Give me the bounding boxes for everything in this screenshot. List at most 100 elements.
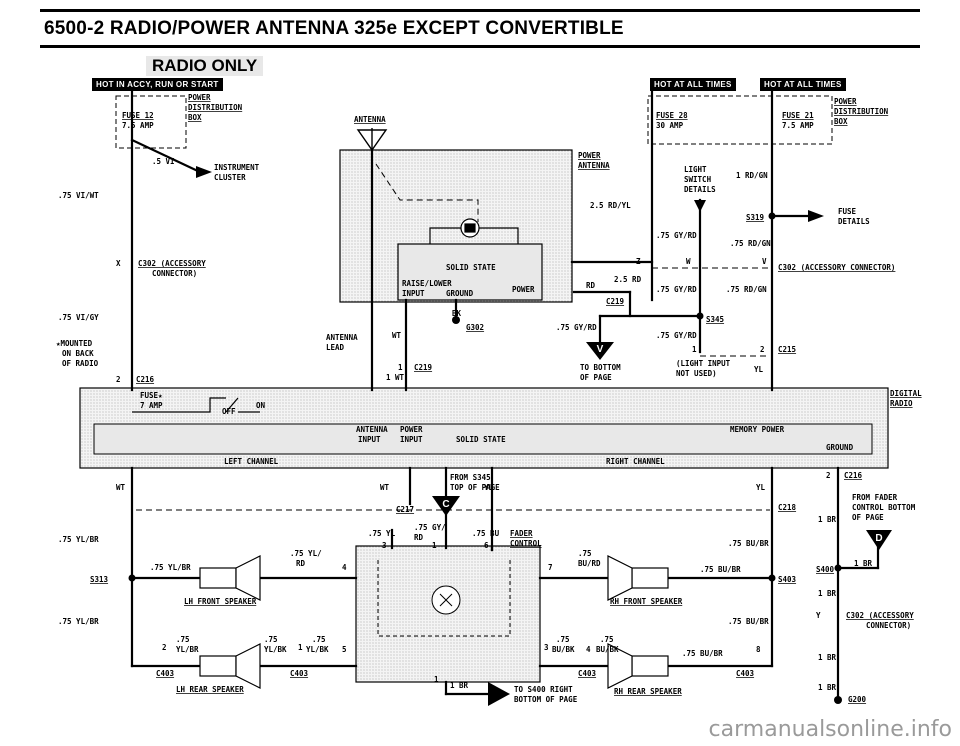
fuse28-amp: 30 AMP (656, 121, 684, 130)
pin-2-c215: 2 (760, 345, 765, 354)
wire-yl-bk-2a: .75 (312, 635, 326, 644)
wire-vi-gy: .75 VI/GY (58, 313, 99, 322)
pin-1-c219: 1 (398, 363, 403, 372)
wire-yl2: YL (484, 483, 494, 492)
top-rule (40, 9, 920, 12)
fader-control-2: CONTROL (510, 539, 542, 548)
c302-right: C302 (ACCESSORY CONNECTOR) (778, 263, 895, 272)
s403: S403 (778, 575, 797, 584)
wire-bu-bk-2a: .75 (600, 635, 614, 644)
antenna-input-1: ANTENNA (356, 425, 388, 434)
pin-1-rear-l: 1 (298, 643, 303, 652)
wire-bu-bk-1b: BU/BK (552, 645, 575, 654)
pin-v: V (762, 257, 767, 266)
pin-1-c216b: 2 (826, 471, 831, 480)
s400: S400 (816, 565, 835, 574)
pin-1-light: 1 (692, 345, 697, 354)
from-s345-2: TOP OF PAGE (450, 483, 500, 492)
wire-wt3: WT (116, 483, 126, 492)
badge-v: V (597, 344, 604, 355)
wire-wt2: 1 WT (386, 373, 405, 382)
antenna-label: ANTENNA (354, 115, 386, 124)
wire-yl-br-rear-2: YL/BR (176, 645, 199, 654)
pin-2-rear-l2: 5 (342, 645, 347, 654)
c302-bottom-2: CONNECTOR) (866, 621, 911, 630)
fuse-details-arrow (808, 210, 824, 222)
from-fader-2: CONTROL BOTTOM (852, 503, 916, 512)
pdb-right-1: POWER (834, 97, 857, 106)
wire-bu-bk-2b: BU/BK (596, 645, 619, 654)
from-fader-3: OF PAGE (852, 513, 884, 522)
c219-a: C219 (606, 297, 625, 306)
wire-rd-25: 2.5 RD (614, 275, 642, 284)
to-s400-2: BOTTOM OF PAGE (514, 695, 578, 704)
pdb-right-outline (647, 95, 833, 145)
rh-rear-speaker: RH REAR SPEAKER (614, 687, 682, 696)
hot-label-always-2: HOT AT ALL TIMES (760, 78, 846, 91)
fuse-star-1: FUSE★ (140, 391, 163, 400)
wire-yl-bk-1a: .75 (264, 635, 278, 644)
fader-symbol (377, 560, 511, 637)
radio-power-switch (132, 397, 260, 413)
fuse-star-2: 7 AMP (140, 401, 163, 410)
pdb-left-3: BOX (188, 113, 202, 122)
instrument-arrow (196, 166, 212, 178)
badge-c: C (442, 499, 449, 510)
wire-yl-br-2: .75 YL/BR (150, 563, 191, 572)
antenna-input-2: INPUT (358, 435, 381, 444)
light-switch-3: DETAILS (684, 185, 716, 194)
wire-bu-rd-2: BU/RD (578, 559, 601, 568)
wire-gy-rd-fader-1: .75 GY/ (414, 523, 446, 532)
from-fader-1: FROM FADER (852, 493, 898, 502)
c215: C215 (778, 345, 796, 354)
wire-yl-br-1: .75 YL/BR (58, 535, 99, 544)
pin-5-rear-r: 3 (544, 643, 549, 652)
light-switch-arrow (694, 200, 706, 212)
c302-left-1: C302 (ACCESSORY (138, 259, 206, 268)
power-antenna-1: POWER (578, 151, 601, 160)
fuse21-label: FUSE 21 (782, 111, 814, 120)
hot-label-always-1: HOT AT ALL TIMES (650, 78, 736, 91)
pin-x: X (116, 259, 121, 268)
pin-y: Y (816, 611, 821, 620)
fuse-details-1: FUSE (838, 207, 857, 216)
wire-bu-br-4: .75 BU/BR (682, 649, 723, 658)
to-s400-arrow (488, 682, 510, 706)
antenna-solid-state-box (397, 243, 543, 301)
left-channel: LEFT CHANNEL (224, 457, 279, 466)
pin-1-fader: 1 (432, 541, 437, 550)
power-antenna-2: ANTENNA (578, 161, 610, 170)
wire-bu-br-1: .75 BU/BR (728, 539, 769, 548)
to-s400-1: TO S400 RIGHT (514, 685, 573, 694)
g302: G302 (466, 323, 484, 332)
fuse-details-2: DETAILS (838, 217, 870, 226)
light-switch-1: LIGHT (684, 165, 707, 174)
pin-2-rear-l: 2 (162, 643, 167, 652)
wire-br-6: 1 BR (818, 683, 837, 692)
c403-1: C403 (156, 669, 175, 678)
wire-wt4: WT (380, 483, 390, 492)
power-input-2: INPUT (400, 435, 423, 444)
c302-left-2: CONNECTOR) (152, 269, 197, 278)
wire-rd-yl: 2.5 RD/YL (590, 201, 631, 210)
s313: S313 (90, 575, 109, 584)
memory-power: MEMORY POWER (730, 425, 785, 434)
digital-radio-1: DIGITAL (890, 389, 922, 398)
wire-bu-75: .75 BU (472, 529, 500, 538)
c302-bottom-1: C302 (ACCESSORY (846, 611, 914, 620)
wire-bu-br-3: .75 BU/BR (728, 617, 769, 626)
wire-yl-rd-1: .75 YL/ (290, 549, 322, 558)
badge-d: D (875, 533, 882, 544)
c216-a: C216 (136, 375, 155, 384)
antenna-ground: GROUND (446, 289, 474, 298)
pdb-right-2: DISTRIBUTION (834, 107, 889, 116)
wire-bu-rd-1: .75 (578, 549, 592, 558)
fuse21-amp: 7.5 AMP (782, 121, 814, 130)
c218: C218 (778, 503, 797, 512)
lh-front-speaker: LH FRONT SPEAKER (184, 597, 257, 606)
wire-bk: BK (452, 309, 462, 318)
antenna-lead-1: ANTENNA (326, 333, 358, 342)
wire-wt1: WT (392, 331, 402, 340)
raise-lower-1: RAISE/LOWER (402, 279, 452, 288)
pin-8-bottom: 1 (434, 675, 439, 684)
